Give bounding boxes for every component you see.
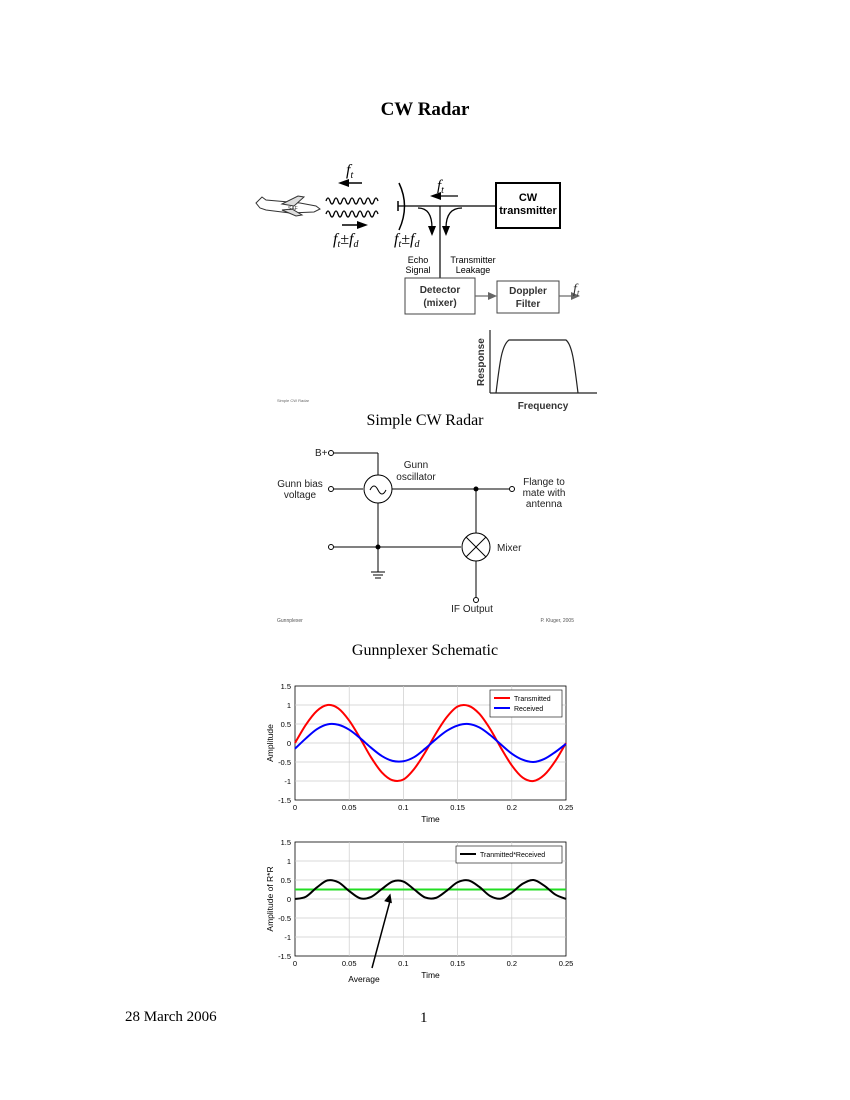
- average-arrowhead: [384, 893, 392, 904]
- series-line: [294, 878, 567, 900]
- flange-label-3: antenna: [526, 499, 563, 510]
- detector-line1: Detector: [420, 285, 461, 296]
- response-ylabel: Response: [476, 338, 487, 386]
- gunn-osc-label-2: oscillator: [396, 472, 436, 483]
- y-axis-label: Amplitude: [265, 724, 275, 762]
- y-tick-label: 0: [287, 739, 291, 748]
- svg-text:SAF: SAF: [288, 206, 298, 212]
- gunn-bias-label-1: Gunn bias: [277, 479, 323, 490]
- x-tick-label: 0.25: [559, 959, 574, 968]
- x-tick-label: 0.1: [398, 803, 408, 812]
- x-tick-label: 0.25: [559, 803, 574, 812]
- x-tick-label: 0: [293, 803, 297, 812]
- ft-output-label: ft: [573, 282, 580, 298]
- y-axis-label: Amplitude of R*R: [265, 866, 275, 931]
- series-line: [294, 722, 567, 764]
- y-tick-label: 0: [287, 895, 291, 904]
- arrow-left-icon: [338, 179, 362, 187]
- if-output-label: IF Output: [451, 604, 493, 615]
- leak-label-2: Leakage: [456, 265, 491, 275]
- airplane-icon: SAF: [255, 195, 321, 217]
- mixer-label: Mixer: [497, 543, 522, 554]
- tx-box-line2: transmitter: [499, 205, 557, 217]
- flange-label-1: Flange to: [523, 477, 565, 488]
- ft-fd-label-wave: ft±fd: [333, 231, 359, 250]
- legend-box: [489, 689, 563, 718]
- average-annotation: Average: [348, 974, 380, 984]
- x-axis-label: Time: [421, 970, 440, 980]
- ft-label-top: ft: [346, 162, 353, 181]
- response-xlabel: Frequency: [518, 401, 569, 412]
- filter-response-plot: Response Frequency: [476, 330, 597, 412]
- y-tick-label: -1.5: [278, 796, 291, 805]
- figure2-credit-left: Gunnplexer: [277, 618, 303, 624]
- chart-product: 0 0.05 0.1 0.15 0.2 0.25 1.5 1 0.5 0 -0.5 -1 -1.5Tim…: [265, 838, 573, 984]
- x-tick-label: 0.15: [450, 803, 465, 812]
- wave-incoming: [325, 197, 379, 205]
- legend-label: Tranmitted*Received: [480, 852, 545, 859]
- y-tick-label: 1: [287, 857, 291, 866]
- ft-label-tx: ft: [437, 178, 444, 196]
- figure1-caption: Simple CW Radar: [366, 412, 484, 429]
- x-tick-label: 0.05: [342, 803, 357, 812]
- x-axis-label: Time: [421, 814, 440, 824]
- leak-label-1: Transmitter: [450, 255, 495, 265]
- x-tick-label: 0.1: [398, 959, 408, 968]
- gunn-osc-label-1: Gunn: [404, 460, 428, 471]
- gunnplexer-schematic: [328, 450, 515, 603]
- y-tick-label: 0.5: [281, 720, 291, 729]
- y-tick-label: -1.5: [278, 952, 291, 961]
- y-tick-label: -1: [284, 933, 291, 942]
- wave-outgoing: [325, 210, 379, 218]
- tx-box-line1: CW: [519, 192, 538, 204]
- y-tick-label: 1: [287, 701, 291, 710]
- average-arrow: [371, 899, 392, 969]
- y-tick-label: 0.5: [281, 876, 291, 885]
- flange-label-2: mate with: [523, 488, 566, 499]
- schematic-labels: B+ Gunn bias voltage Gunn oscillator Fla…: [277, 448, 565, 615]
- legend-label: Transmitted: [514, 696, 551, 703]
- y-tick-label: -0.5: [278, 758, 291, 767]
- page-title: CW Radar: [380, 99, 470, 120]
- y-tick-label: 1.5: [281, 838, 291, 847]
- x-tick-label: 0: [293, 959, 297, 968]
- footer-date: 28 March 2006: [125, 1009, 217, 1025]
- chart-transmitted-received: 0 0.05 0.1 0.15 0.2 0.25 1.5 1 0.5 0 -0.5 -1 -1.5Tim…: [265, 682, 573, 824]
- x-tick-label: 0.2: [507, 803, 517, 812]
- ft-fd-label-rx: ft±fd: [394, 231, 420, 250]
- echo-label-2: Signal: [405, 265, 430, 275]
- bplus-label: B+: [315, 448, 328, 459]
- figure2-caption: Gunnplexer Schematic: [351, 642, 499, 659]
- page-number: 1: [420, 1010, 428, 1026]
- x-tick-label: 0.15: [450, 959, 465, 968]
- figure1-credit: Simple CW Radar: [277, 398, 310, 403]
- echo-label-1: Echo: [408, 255, 429, 265]
- doppler-filter-box: [496, 280, 560, 314]
- doppler-line2: Filter: [516, 299, 541, 310]
- detector-line2: (mixer): [423, 298, 456, 309]
- arrow-left-icon: [430, 192, 458, 200]
- y-tick-label: -0.5: [278, 914, 291, 923]
- arrow-right-icon: [342, 221, 368, 229]
- legend-box: [455, 845, 563, 864]
- doppler-line1: Doppler: [509, 286, 547, 297]
- figure2-credit-right: P. Kluger, 2005: [540, 618, 574, 624]
- y-tick-label: -1: [284, 777, 291, 786]
- gunn-bias-label-2: voltage: [284, 490, 317, 501]
- x-tick-label: 0.2: [507, 959, 517, 968]
- cw-transmitter-box: [495, 182, 561, 229]
- y-tick-label: 1.5: [281, 682, 291, 691]
- x-tick-label: 0.05: [342, 959, 357, 968]
- legend-label: Received: [514, 706, 543, 713]
